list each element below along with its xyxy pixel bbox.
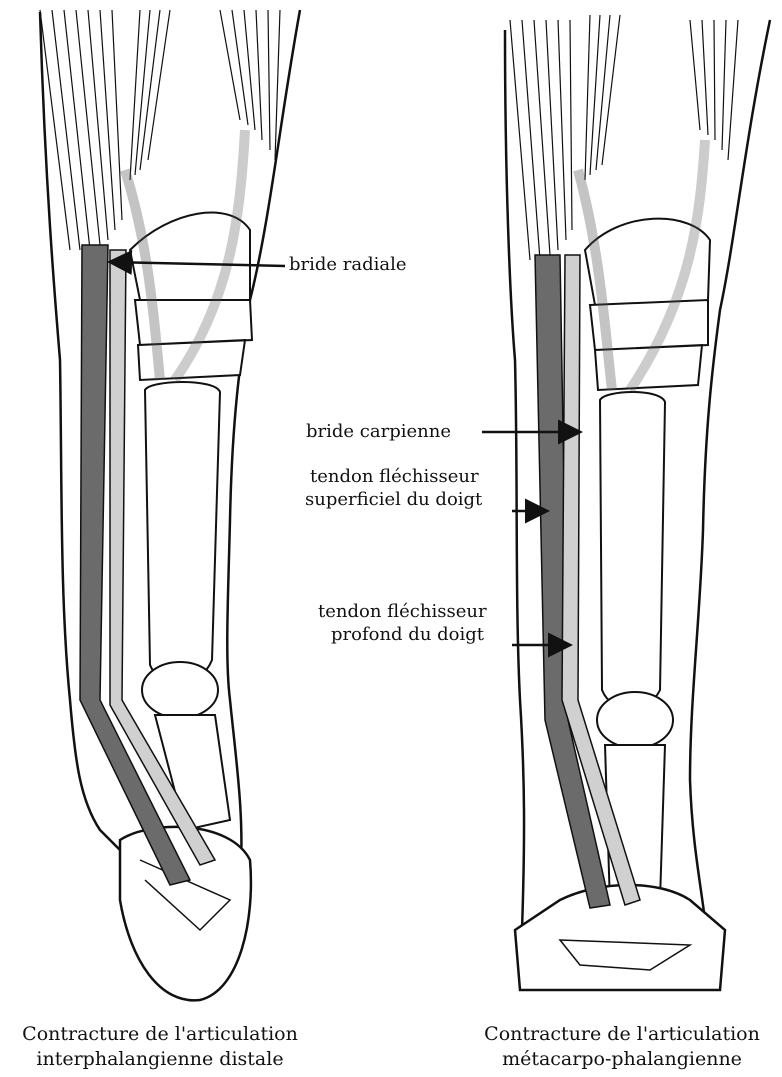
left-fetlock-joint: [142, 662, 218, 718]
left-pastern-bone: [155, 715, 230, 830]
label-tendon-superficiel-line2: superficiel du doigt: [305, 489, 482, 511]
left-cannon-bone: [145, 382, 220, 683]
right-cannon-bone: [600, 392, 665, 709]
caption-left-line2: interphalangienne distale: [10, 1047, 310, 1071]
right-fetlock-joint: [597, 692, 673, 748]
label-tendon-profond-line2: profond du doigt: [331, 624, 484, 646]
right-leg-illustration: [505, 15, 770, 990]
caption-right-line1: Contracture de l'articulation: [472, 1022, 772, 1046]
right-hoof: [515, 885, 725, 990]
label-tendon-profond-line1: tendon fléchisseur: [318, 601, 487, 623]
label-bride-carpienne: bride carpienne: [306, 421, 451, 443]
caption-right-line2: métacarpo-phalangienne: [472, 1047, 772, 1071]
label-tendon-superficiel-line1: tendon fléchisseur: [310, 466, 479, 488]
right-muscle-bellies: [510, 15, 738, 260]
left-hoof: [120, 827, 251, 1001]
left-leg-illustration: [40, 10, 300, 1000]
caption-left-line1: Contracture de l'articulation: [10, 1022, 310, 1046]
label-bride-radiale: bride radiale: [289, 254, 407, 276]
